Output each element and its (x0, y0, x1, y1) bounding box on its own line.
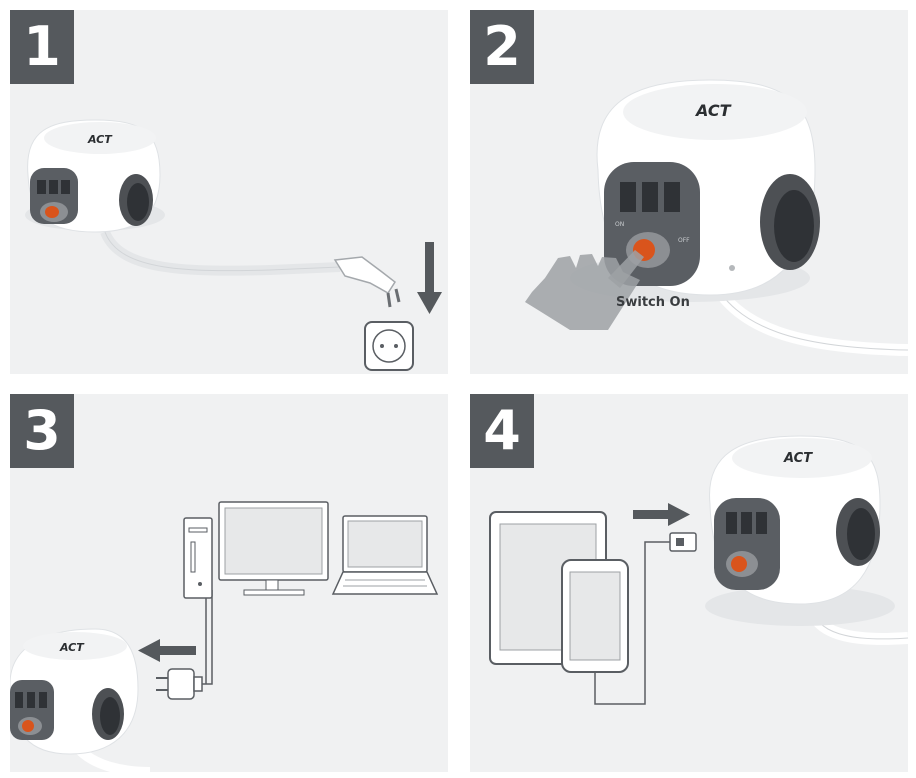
power-cube-icon: ACT (10, 628, 139, 755)
plug-icon (156, 668, 203, 700)
step-1-illustration: ACT (25, 119, 442, 371)
off-label: OFF (678, 237, 690, 244)
right-arrow-icon (633, 503, 690, 526)
power-cube-icon: ACT (705, 435, 895, 626)
down-arrow-icon (417, 242, 442, 314)
device-cables (202, 590, 213, 685)
switch-on-caption: Switch On (616, 295, 690, 310)
step-3-number: 3 (10, 394, 74, 468)
pc-tower-icon (183, 517, 213, 599)
usb-plug-icon (669, 532, 697, 552)
step-2-number: 2 (470, 10, 534, 84)
usb-cable (594, 541, 670, 705)
step-4-illustration: ACT (489, 435, 908, 705)
step-1-panel: 1 ACT (10, 10, 448, 374)
brand-logo: ACT (783, 451, 813, 466)
power-cable (100, 229, 341, 276)
smartphone-icon (561, 559, 629, 673)
power-cube-icon: ACT (25, 119, 165, 233)
step-2-panel: 2 ACT ON OFF Switch On (470, 10, 908, 374)
angled-plug-icon (333, 256, 401, 308)
on-label: ON (615, 221, 624, 228)
wall-socket-icon (364, 321, 414, 371)
brand-logo: ACT (59, 641, 85, 654)
step-4-panel: 4 ACT (470, 394, 908, 772)
step-1-number: 1 (10, 10, 74, 84)
step-3-panel: 3 ACT (10, 394, 448, 772)
laptop-icon (331, 515, 439, 595)
step-4-number: 4 (470, 394, 534, 468)
left-arrow-icon (138, 639, 196, 662)
step-2-illustration: ACT ON OFF Switch On (525, 79, 908, 356)
hand-pointer-icon (525, 250, 644, 330)
brand-logo: ACT (694, 101, 732, 120)
step-3-illustration: ACT (10, 501, 439, 772)
brand-logo: ACT (87, 133, 113, 146)
monitor-icon (218, 501, 329, 596)
